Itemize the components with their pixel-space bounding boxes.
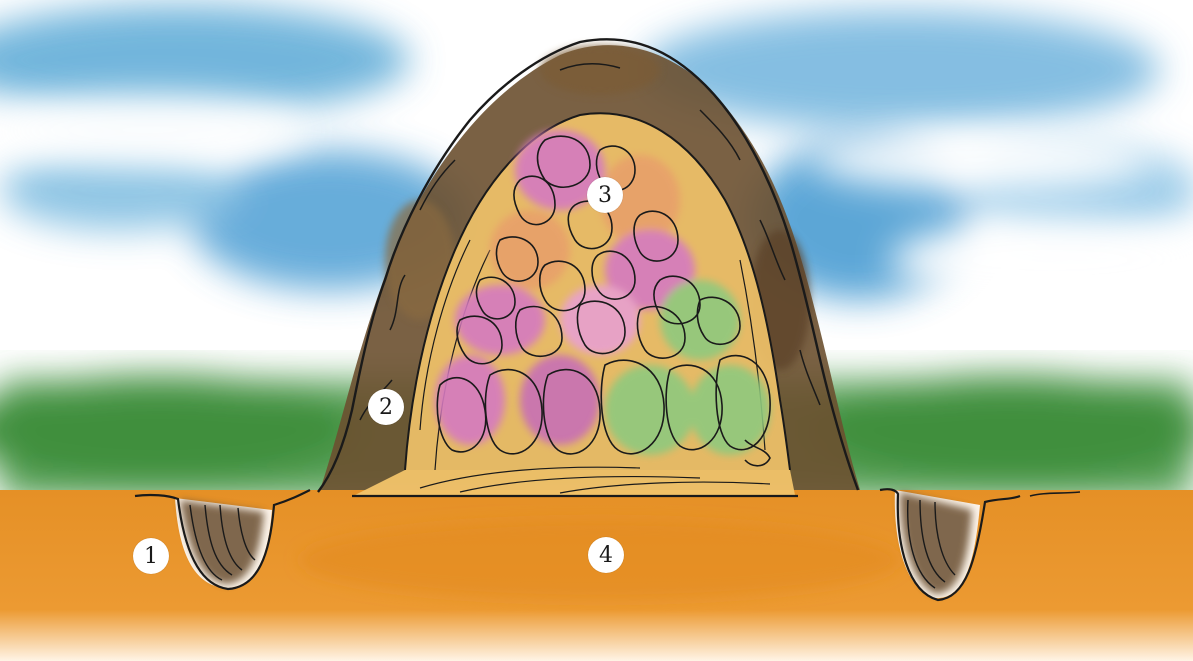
marker-4: 4 (588, 537, 624, 573)
marker-1: 1 (133, 538, 169, 574)
marker-3: 3 (587, 177, 623, 213)
marker-2: 2 (368, 389, 404, 425)
